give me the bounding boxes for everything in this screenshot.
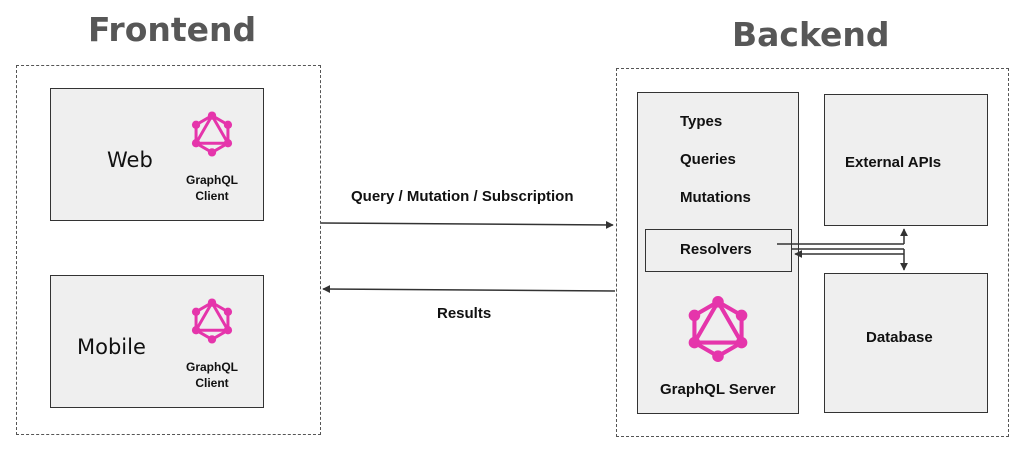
resolvers-box [645,229,792,272]
external-apis-box [824,94,988,226]
server-item-types: Types [680,113,723,130]
web-graphql-client-label-line2: Client [195,189,229,203]
resolvers-label: Resolvers [680,241,752,258]
mobile-graphql-client-label-line2: Client [195,376,229,390]
web-label: Web [107,148,153,172]
graphql-logo-icon [191,298,233,344]
database-box [824,273,988,413]
request-edge-label: Query / Mutation / Subscription [351,188,574,205]
external-apis-label: External APIs [845,154,942,171]
backend-group [616,68,1009,437]
response-arrow [322,285,616,294]
mobile-label: Mobile [77,335,146,359]
web-graphql-client-label-line1: GraphQL [185,173,238,187]
server-item-mutations: Mutations [680,189,751,206]
server-item-queries: Queries [680,151,736,168]
backend-heading: Backend [732,15,890,54]
graphql-logo-icon [191,111,233,157]
response-edge-label: Results [437,305,492,322]
graphql-server-label: GraphQL Server [660,381,776,398]
frontend-group [16,65,321,435]
web-client-box [50,88,264,221]
database-label: Database [866,329,933,346]
frontend-heading: Frontend [88,10,257,49]
graphql-logo-icon [688,296,748,362]
mobile-graphql-client-label-line1: GraphQL [185,360,238,374]
request-arrow [320,220,614,229]
mobile-client-box [50,275,264,408]
